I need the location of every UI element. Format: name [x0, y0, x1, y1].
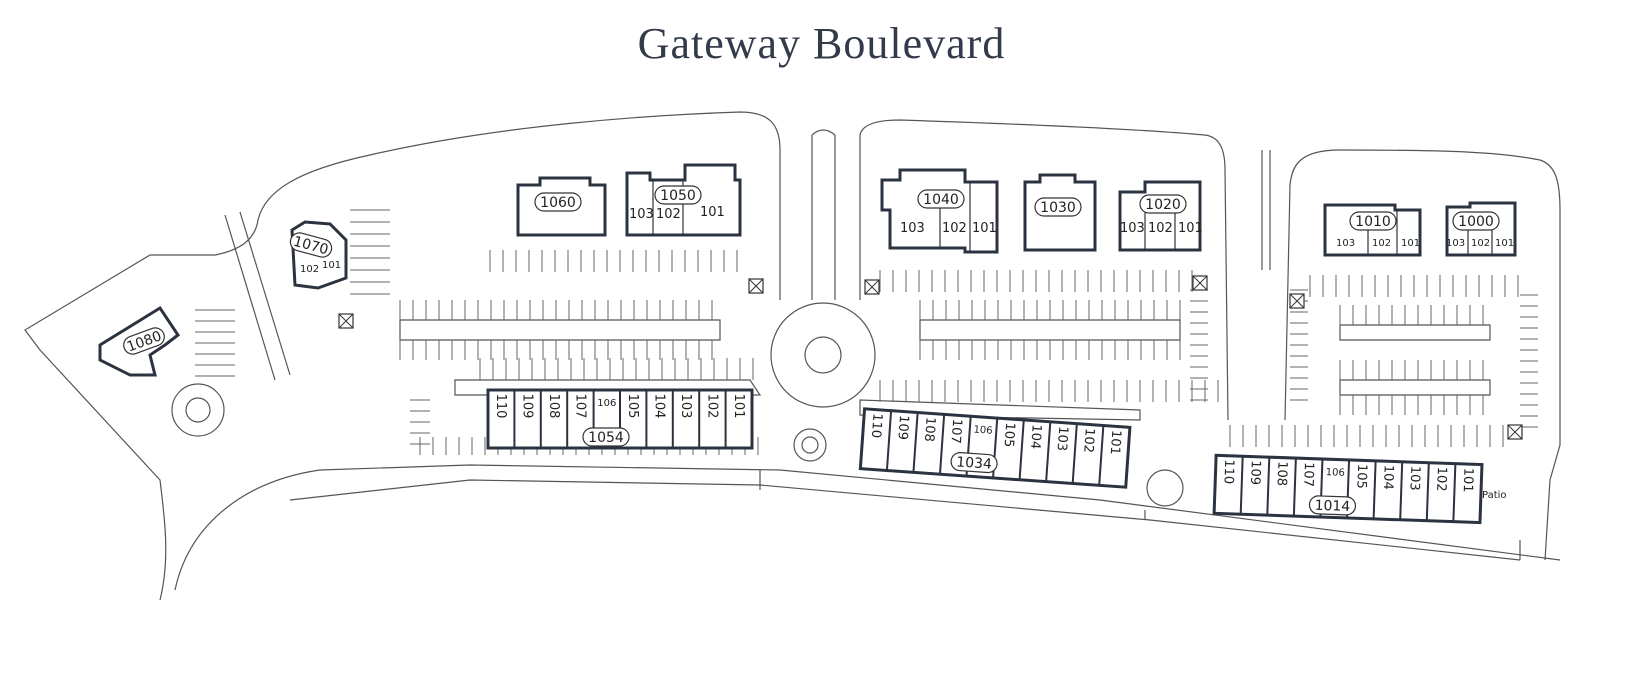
unit-1034-109: 109: [894, 415, 911, 441]
building-1070[interactable]: 1070 102 101: [288, 220, 348, 290]
unit-1054-101: 101: [731, 394, 746, 419]
unit-1014-101: 101: [1460, 467, 1476, 492]
building-1030[interactable]: 1030: [1023, 173, 1097, 252]
unit-1054-106: 106: [597, 398, 616, 409]
unit-1014-105: 105: [1353, 464, 1369, 489]
dumpster-icon: [748, 278, 764, 294]
row-walkway-2: [859, 399, 1141, 421]
unit-1040-101: 101: [972, 221, 997, 236]
unit-1020-101: 101: [1178, 221, 1203, 236]
building-1080[interactable]: 1080: [98, 305, 181, 377]
unit-1014-103: 103: [1407, 466, 1423, 491]
dumpster-icon: [1192, 275, 1208, 291]
unit-1034-106: 106: [973, 424, 993, 436]
building-1034-label: 1034: [956, 454, 993, 472]
dumpster-icon: [1289, 293, 1305, 309]
circular-drive-core: [185, 397, 211, 423]
unit-1014-104: 104: [1380, 465, 1396, 490]
building-1050-label: 1050: [660, 188, 696, 204]
unit-1000-102: 102: [1471, 238, 1490, 249]
parking-island-3: [1339, 324, 1491, 341]
unit-1034-104: 104: [1027, 424, 1044, 450]
unit-1054-107: 107: [572, 394, 587, 419]
roundabout-island: [804, 336, 842, 374]
roundabout-outer: [770, 302, 876, 408]
unit-1000-101: 101: [1495, 238, 1514, 249]
unit-1034-102: 102: [1080, 428, 1097, 454]
small-island-1: [793, 428, 827, 462]
unit-1014-102: 102: [1433, 467, 1449, 492]
unit-1014-109: 109: [1247, 460, 1263, 485]
site-boundary: [24, 111, 1561, 601]
right-median: [1261, 150, 1271, 270]
building-1060[interactable]: 1060: [516, 176, 607, 237]
dumpster-icon: [864, 279, 880, 295]
unit-1050-102: 102: [656, 207, 681, 222]
unit-1014-108: 108: [1274, 461, 1290, 486]
unit-1054-103: 103: [678, 394, 693, 419]
building-1000[interactable]: 1000 103 102 101: [1445, 201, 1517, 257]
unit-1054-102: 102: [704, 394, 719, 419]
parking-island-2: [919, 319, 1181, 341]
unit-1000-103: 103: [1446, 238, 1465, 249]
unit-1050-103: 103: [629, 207, 654, 222]
unit-1040-102: 102: [942, 221, 967, 236]
dumpster-icon: [338, 313, 354, 329]
building-1050[interactable]: 1050 103 102 101: [625, 163, 742, 237]
building-1034[interactable]: 110 109 108 107 106 105 104 103 102 101 1034: [858, 407, 1132, 489]
row-walkway-1: [454, 379, 762, 396]
street-name-label: Gateway Boulevard: [637, 19, 1006, 68]
unit-1054-109: 109: [520, 394, 535, 419]
parking-island-1: [399, 319, 721, 341]
building-1040[interactable]: 1040 103 102 101: [880, 168, 999, 254]
unit-1014-106: 106: [1326, 467, 1345, 479]
left-median: [224, 211, 291, 381]
dumpster-markers: [338, 275, 1523, 440]
unit-1014-107: 107: [1300, 462, 1316, 487]
unit-1034-101: 101: [1107, 429, 1124, 455]
center-median: [811, 129, 836, 300]
unit-1054-110: 110: [493, 394, 508, 419]
unit-1070-102: 102: [300, 264, 319, 275]
building-1054-label: 1054: [588, 430, 624, 446]
unit-1014-110: 110: [1220, 459, 1236, 484]
circular-drive: [171, 383, 225, 437]
building-1010-label: 1010: [1355, 214, 1391, 230]
unit-1054-108: 108: [546, 394, 561, 419]
dumpster-icon: [1507, 424, 1523, 440]
unit-1010-103: 103: [1336, 238, 1355, 249]
building-1054[interactable]: 110 109 108 107 106 105 104 103 102 101 1054: [486, 388, 754, 450]
unit-1010-101: 101: [1401, 238, 1420, 249]
small-island-1-core: [801, 436, 819, 454]
unit-1054-104: 104: [652, 394, 667, 419]
building-1040-label: 1040: [923, 192, 959, 208]
unit-1050-101: 101: [700, 205, 725, 220]
unit-1034-103: 103: [1054, 426, 1071, 452]
building-1014[interactable]: 110 109 108 107 106 105 104 103 102 101 1014: [1212, 453, 1484, 525]
building-1030-label: 1030: [1040, 200, 1076, 216]
unit-1034-107: 107: [947, 418, 964, 444]
unit-1034-110: 110: [868, 413, 885, 439]
building-1000-label: 1000: [1458, 214, 1494, 230]
building-1060-label: 1060: [540, 195, 576, 211]
unit-1034-108: 108: [921, 416, 938, 442]
unit-1070-101: 101: [322, 260, 341, 271]
building-1020[interactable]: 1020 103 102 101: [1118, 180, 1203, 252]
gateway-roadway-edge: [174, 464, 1561, 591]
building-1014-label: 1014: [1314, 498, 1350, 515]
small-island-2: [1146, 469, 1184, 507]
lower-curb: [759, 470, 1521, 560]
unit-1020-103: 103: [1120, 221, 1145, 236]
unit-1034-105: 105: [1001, 422, 1018, 448]
patio-label: Patio: [1482, 490, 1507, 501]
parking-island-4: [1339, 379, 1491, 396]
unit-1040-103: 103: [900, 221, 925, 236]
unit-1054-105: 105: [625, 394, 640, 419]
unit-1010-102: 102: [1372, 238, 1391, 249]
unit-1020-102: 102: [1148, 221, 1173, 236]
building-1020-label: 1020: [1145, 197, 1181, 213]
building-1010[interactable]: 1010 103 102 101: [1323, 203, 1422, 257]
